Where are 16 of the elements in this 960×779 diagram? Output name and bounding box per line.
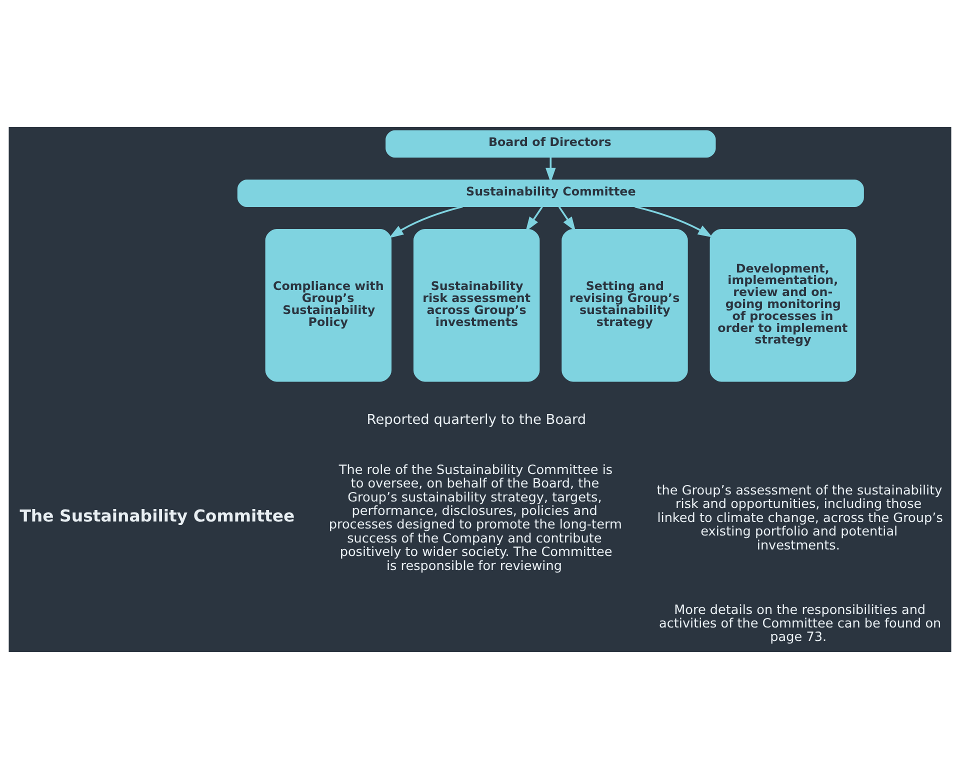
node-box: Sustainability risk assessment across Group’s investments bbox=[413, 228, 540, 382]
node-box: Compliance with Group’s Sustainability Policy bbox=[265, 228, 392, 382]
label: The Sustainability Committee bbox=[20, 506, 295, 526]
arrow bbox=[388, 206, 463, 238]
arrow bbox=[558, 206, 576, 232]
label: the Group’s assessment of the sustainability risk and opportunities, including those linked to climate change, across the Group’s existing portfolio and potential investments. bbox=[656, 483, 943, 554]
arrow bbox=[546, 157, 556, 183]
arrow bbox=[526, 206, 543, 232]
node-box: Development, implementation, review and on-going monitoring of processes in order to implement strategy bbox=[710, 228, 856, 382]
label: More details on the responsibilities and activities of the Committee can be found on page 73. bbox=[659, 602, 942, 646]
label: Reported quarterly to the Board bbox=[366, 412, 586, 428]
arrow bbox=[634, 206, 713, 238]
node-box: Setting and revising Group’s sustainability strategy bbox=[562, 228, 688, 382]
node-box: Sustainability Committee bbox=[237, 180, 864, 208]
node-box: Board of Directors bbox=[386, 130, 716, 158]
label: The role of the Sustainability Committee is to oversee, on behalf of the Board, the Group’s sustainability strategy, targets, performance, disclosures, policies and processes designed to promote the long-term success of the Company and contribute positively to wider society. The Committee is responsible for reviewing bbox=[328, 462, 622, 574]
